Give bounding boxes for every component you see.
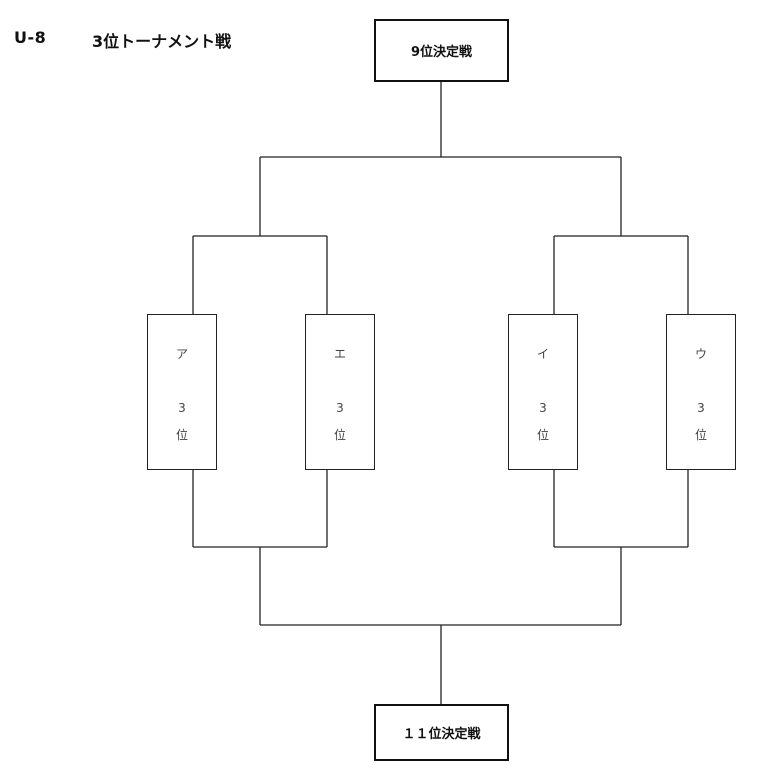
team-rank: 3 (336, 401, 344, 415)
team-rank-unit: 位 (175, 428, 188, 442)
team-box-a: ア 3 位 (147, 314, 217, 470)
team-name: エ (333, 347, 346, 361)
ninth-place-match-label: 9位決定戦 (410, 45, 473, 60)
team-rank: 3 (697, 401, 705, 415)
division-code: U-8 (14, 28, 47, 47)
team-rank: 3 (539, 401, 547, 415)
team-name: ウ (694, 347, 707, 361)
ninth-place-match-box: 9位決定戦 (374, 19, 509, 82)
team-box-u: ウ 3 位 (666, 314, 736, 470)
team-rank: 3 (178, 401, 186, 415)
team-name: ア (175, 347, 188, 361)
team-box-e: エ 3 位 (305, 314, 375, 470)
team-rank-unit: 位 (333, 428, 346, 442)
team-rank-unit: 位 (536, 428, 549, 442)
page-title: 3位トーナメント戦 (92, 32, 232, 51)
eleventh-place-match-label: １１位決定戦 (402, 727, 481, 742)
team-name: イ (536, 347, 549, 361)
team-rank-unit: 位 (694, 428, 707, 442)
eleventh-place-match-box: １１位決定戦 (374, 704, 509, 761)
team-box-i: イ 3 位 (508, 314, 578, 470)
